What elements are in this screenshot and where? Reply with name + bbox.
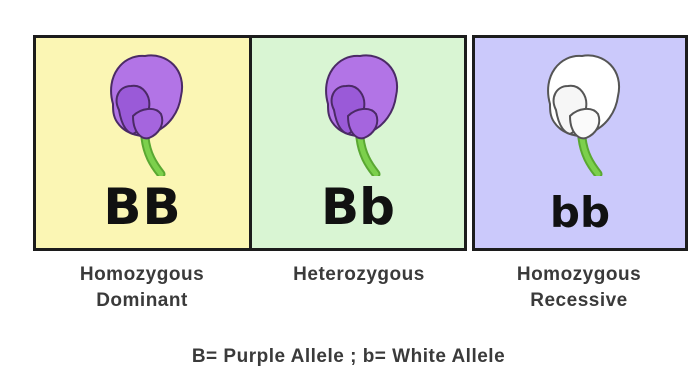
caption-heterozygous: Heterozygous — [249, 262, 469, 288]
panel-homozygous-dominant: BB — [33, 35, 252, 251]
purple-flower-icon — [325, 54, 399, 176]
caption-line: Homozygous — [79, 264, 205, 285]
panel-homozygous-recessive: bb — [472, 35, 688, 251]
genotype-label: Bb — [321, 178, 395, 236]
white-flower-icon — [547, 54, 621, 176]
caption-line: Homozygous — [516, 264, 642, 285]
allele-legend: B= Purple Allele ; b= White Allele — [191, 346, 506, 367]
purple-flower-icon — [109, 54, 183, 176]
genotype-label: bb — [549, 188, 611, 237]
caption-line: Heterozygous — [293, 264, 425, 285]
caption-line: Dominant — [96, 290, 188, 311]
panel-heterozygous: Bb — [250, 35, 467, 251]
caption-homozygous-recessive: Homozygous Recessive — [469, 262, 689, 314]
caption-line: Recessive — [530, 290, 628, 311]
caption-homozygous-dominant: Homozygous Dominant — [32, 262, 252, 314]
genotype-label: BB — [103, 178, 182, 236]
